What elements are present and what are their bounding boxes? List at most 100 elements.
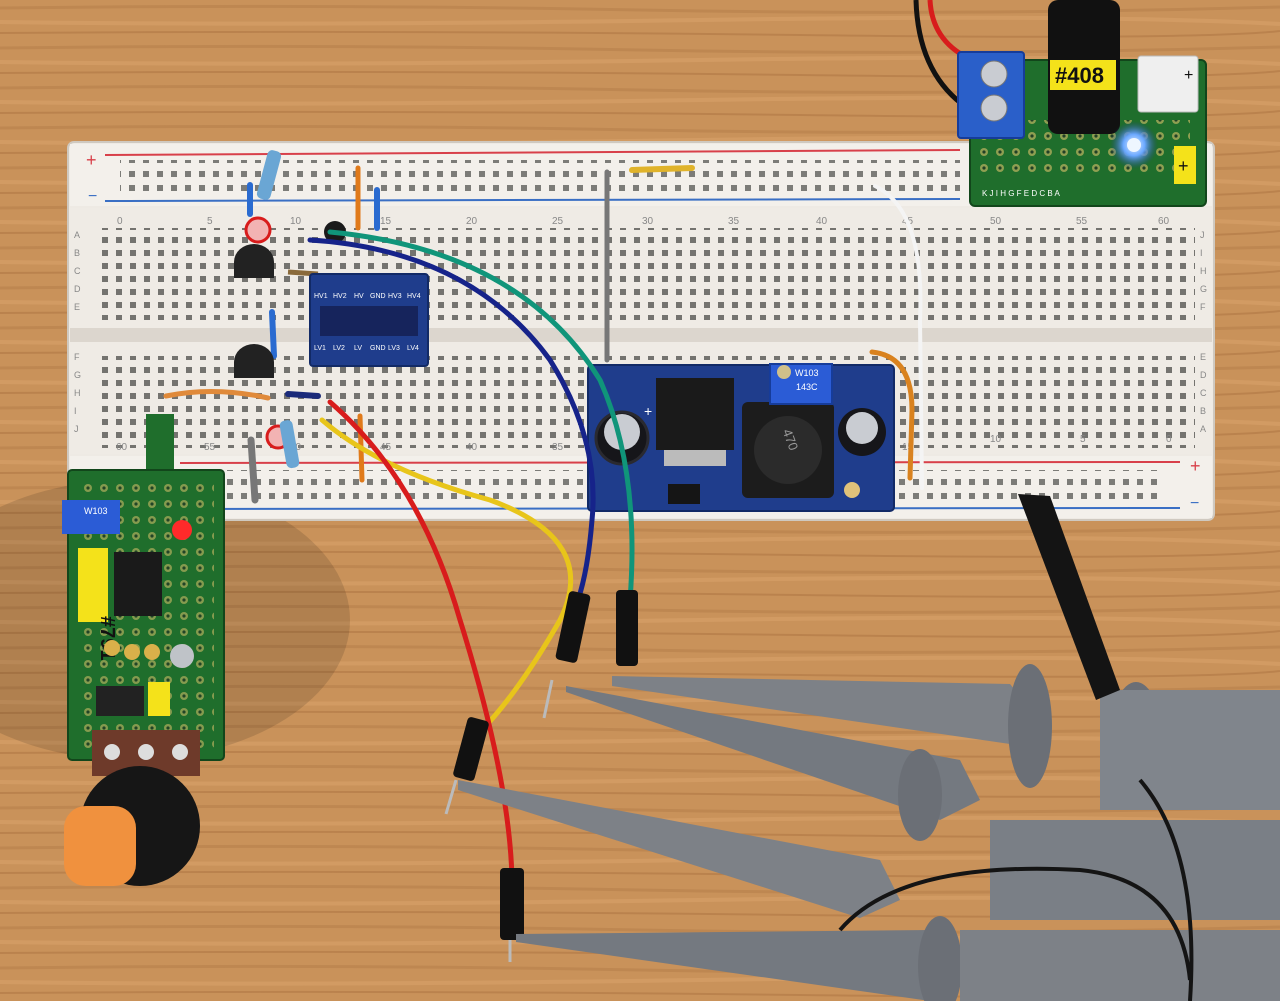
jumper-wires-short [163, 165, 924, 504]
col-num: 15 [902, 442, 914, 453]
jumper-blue-mid [269, 309, 277, 359]
power-cable-black [913, 0, 964, 106]
probe-body [516, 930, 960, 1001]
col-num: 60 [1158, 216, 1170, 227]
col-num: 10 [290, 216, 302, 227]
pin-label: LV3 [388, 345, 400, 352]
col-num: 35 [552, 442, 564, 453]
wire-red [327, 399, 515, 883]
probe-grip [898, 749, 942, 841]
wire-blue [307, 237, 596, 603]
terminal-screw [980, 94, 1008, 122]
ceramic-capacitor [144, 644, 160, 660]
blue-led [1127, 138, 1141, 152]
jumper-yellow-top [629, 165, 695, 173]
ground-clip [1018, 494, 1120, 700]
probe-grip [918, 916, 962, 1001]
pin-label: LV4 [407, 345, 419, 352]
row-letter: F [74, 352, 80, 362]
jumper-darkblue-h [285, 391, 321, 399]
module-tag [1050, 60, 1116, 90]
pin-label: HV4 [407, 293, 421, 300]
jst-connector [1137, 55, 1199, 113]
top-rail-minus: − [88, 188, 97, 205]
col-num: 10 [990, 434, 1002, 445]
row-letter: A [1200, 424, 1206, 434]
probe-grip [1008, 664, 1052, 788]
row-letter: B [1200, 406, 1206, 416]
top-rail-plus: + [86, 150, 97, 170]
red-led [172, 520, 192, 540]
row-letter: B [74, 248, 80, 258]
pin-label: HV2 [333, 293, 347, 300]
jumper-block [148, 682, 170, 716]
col-num: 15 [380, 216, 392, 227]
col-num: 5 [1080, 434, 1086, 445]
flying-wires [307, 229, 638, 962]
probe-cable [1138, 778, 1194, 1001]
col-num: 20 [466, 216, 478, 227]
col-num: 55 [204, 442, 216, 453]
col-num: 50 [990, 216, 1002, 227]
right-row-letters: J I H G F E D C B A [1200, 230, 1207, 434]
trim-pot-code: 143C [796, 382, 818, 392]
capacitor-top [846, 412, 878, 444]
pin-label: HV1 [314, 293, 328, 300]
jumper-white-long [873, 184, 924, 490]
trim-pot-label: W103 [795, 368, 819, 378]
dupont-connector [616, 590, 638, 666]
mount-hole [844, 482, 860, 498]
row-letter: J [74, 424, 79, 434]
diode [668, 484, 700, 504]
probe-cable [838, 866, 1192, 981]
ic-chip [114, 552, 162, 616]
pin-end [542, 679, 554, 719]
terminal-screw [980, 60, 1008, 88]
row-letter: D [74, 284, 81, 294]
jumper-orange-right [869, 349, 915, 481]
wire-green [327, 229, 635, 603]
left-row-letters: A B C D E F G H I J [74, 230, 81, 434]
pot-terminal [138, 744, 154, 760]
inductor-core [754, 416, 822, 484]
row-letter: H [1200, 266, 1207, 276]
pin-label: LV [354, 345, 362, 352]
level-shifter-module: HV1 HV2 HV GND HV3 HV4 LV1 LV2 LV GND LV… [309, 273, 429, 367]
resistor [279, 420, 300, 469]
trim-pot-label: W103 [84, 506, 108, 516]
capacitor [170, 644, 194, 668]
center-trench [70, 328, 1212, 342]
row-letter: H [74, 388, 81, 398]
row-letter: I [74, 406, 77, 416]
col-num: 25 [552, 216, 564, 227]
pin-label: GND [370, 293, 386, 300]
row-letter: E [1200, 352, 1206, 362]
bottom-rail-plus: + [1190, 456, 1201, 476]
probe-body [612, 676, 1040, 744]
col-num: 40 [816, 216, 828, 227]
pot-terminal [104, 744, 120, 760]
module-tag [78, 548, 108, 622]
row-letter: G [1200, 284, 1207, 294]
row-letter: C [74, 266, 81, 276]
row-letter: G [74, 370, 81, 380]
probe-body [458, 780, 900, 918]
right-pcb-module: #408 + + K J I H G F E D C B A [913, 0, 1207, 207]
col-num: 0 [117, 216, 123, 227]
col-num: 55 [1076, 216, 1088, 227]
pin-label: GND [370, 345, 386, 352]
col-num: 30 [642, 216, 654, 227]
resistor [256, 150, 282, 200]
probe-handle [960, 930, 1280, 1001]
top-column-numbers: 0 5 10 15 20 25 30 35 40 45 50 55 60 [117, 216, 1170, 227]
col-num: 45 [380, 442, 392, 453]
regulator-pins [664, 450, 726, 466]
pin-label: HV [354, 293, 364, 300]
regulator-ic [656, 378, 734, 450]
ceramic-capacitor [104, 640, 120, 656]
col-num: 35 [728, 216, 740, 227]
trim-pot [62, 500, 120, 534]
jumper-grey-vert [247, 436, 259, 504]
jumper-orange-bent [163, 388, 271, 401]
